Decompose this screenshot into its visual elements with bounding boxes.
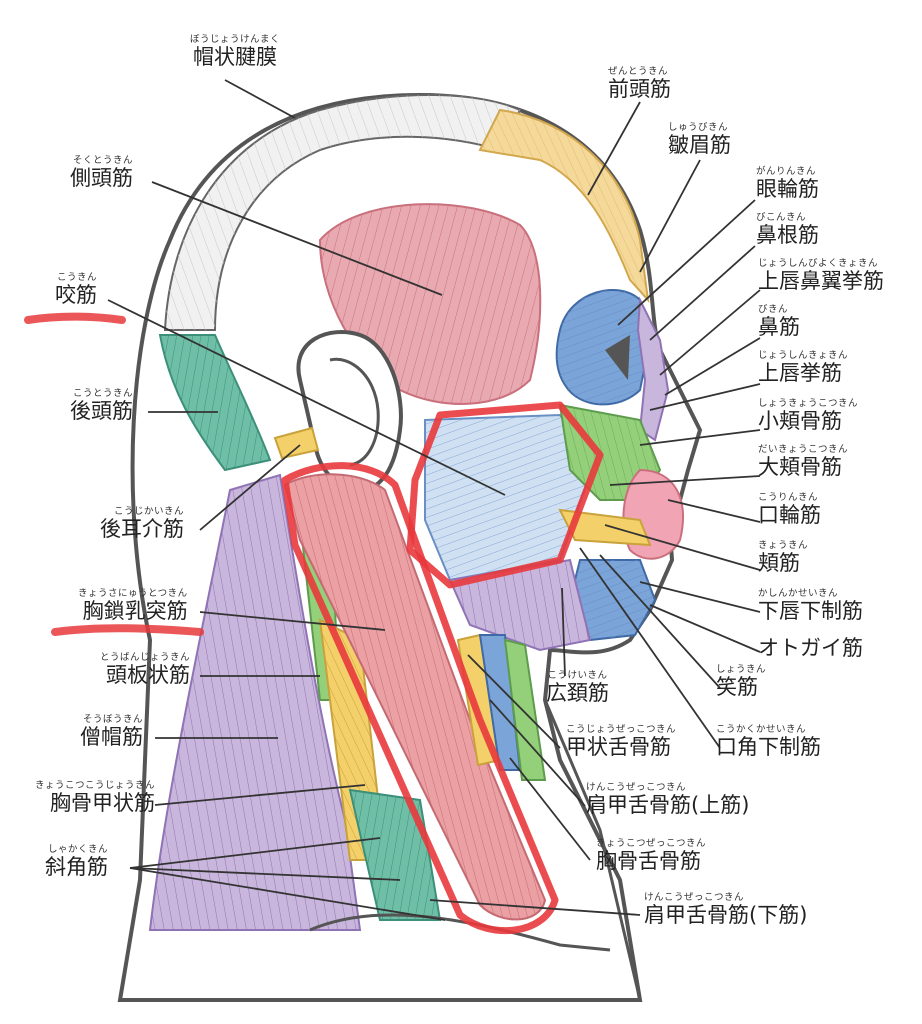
label-scalene: しゃかくきん 斜角筋 <box>45 844 108 879</box>
scm-label-underline <box>51 624 204 636</box>
label-risorius: しょうきん 笑筋 <box>716 664 767 699</box>
label-sternohyoid: きょうこつぜっこつきん 胸骨舌骨筋 <box>596 838 707 873</box>
label-omohyoid-superior: けんこうぜっこつきん 肩甲舌骨筋(上筋) <box>586 782 750 817</box>
masseter-highlight <box>406 401 604 589</box>
scm-highlight <box>281 462 559 935</box>
label-omohyoid-inferior: けんこうぜっこつきん 肩甲舌骨筋(下筋) <box>644 892 808 927</box>
label-nasalis: びきん 鼻筋 <box>758 304 800 339</box>
label-mentalis: オトガイ筋 <box>758 636 863 660</box>
masseter-label-underline <box>24 312 126 324</box>
sternohyoid-region <box>503 638 547 781</box>
label-thyrohyoid: こうじょうぜっこつきん 甲状舌骨筋 <box>566 724 677 759</box>
label-masseter: こうきん 咬筋 <box>55 272 97 307</box>
label-zygomaticus-minor: しょうきょうこつきん 小頬骨筋 <box>758 398 859 433</box>
label-depressor-anguli: こうかくかせいきん 口角下制筋 <box>716 724 821 759</box>
label-auricularis: こうじかいきん 後耳介筋 <box>100 506 184 541</box>
leader-lines-right <box>429 101 761 916</box>
eye <box>605 335 630 380</box>
label-sternothyroid: きょうこつこうじょうきん 胸骨甲状筋 <box>35 780 156 815</box>
label-temporalis: そくとうきん 側頭筋 <box>70 155 133 190</box>
nasal-muscles <box>636 296 670 442</box>
label-occipitalis: こうとうきん 後頭筋 <box>70 388 133 423</box>
label-orbicularis-oculi: がんりんきん 眼輪筋 <box>756 166 819 201</box>
neck-front-outline <box>543 699 642 1001</box>
label-levator-alae: じょうしんびよくきょきん 上唇鼻翼挙筋 <box>758 258 884 293</box>
label-splenius: とうばんじょうきん 頭板状筋 <box>100 652 191 687</box>
auricularis-region <box>273 426 320 460</box>
label-zygomaticus-major: だいきょうこつきん 大頬骨筋 <box>758 444 849 479</box>
label-galea: ぼうじょうけんまく 帽状腱膜 <box>190 34 281 69</box>
label-trapezius: そうぼうきん 僧帽筋 <box>80 714 143 749</box>
label-corrugator: しゅうびきん 皺眉筋 <box>668 122 731 157</box>
label-levator-labii: じょうしんきょきん 上唇挙筋 <box>758 350 849 385</box>
label-depressor-labii: かしんかせいきん 下唇下制筋 <box>758 588 863 623</box>
label-platysma: こうけいきん 広頚筋 <box>546 670 609 705</box>
label-scm: きょうさにゅうとつきん 胸鎖乳突筋 <box>78 588 188 623</box>
label-orbicularis-oris: こうりんきん 口輪筋 <box>758 492 821 527</box>
leader-lines-left <box>107 79 506 921</box>
label-buccinator: きょうきん 頬筋 <box>758 540 809 575</box>
label-procerus: びこんきん 鼻根筋 <box>756 212 819 247</box>
label-frontalis: ぜんとうきん 前頭筋 <box>608 66 671 101</box>
